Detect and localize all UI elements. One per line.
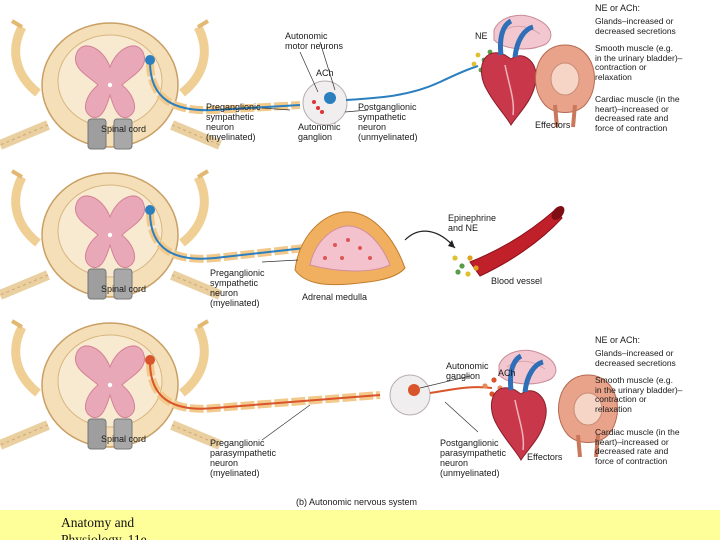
spinal-cord-label-2: Spinal cord <box>101 284 147 294</box>
blood-vessel <box>469 209 563 277</box>
panel-parasympathetic <box>0 321 620 460</box>
secretion-arrow <box>404 230 456 249</box>
smooth-muscle-effect-1: Smooth muscle (e.g. in the urinary bladd… <box>595 43 683 82</box>
footer-bar: Anatomy and Physiology, 11e <box>0 510 720 540</box>
preganglionic-parasympathetic-label: Preganglionic parasympathetic neuron (my… <box>210 438 277 478</box>
autonomic-ganglion-label-1: Autonomic ganglion <box>298 122 341 142</box>
autonomic-ganglion-label-3: Autonomic ganglion <box>446 361 489 381</box>
preganglionic-sympathetic-label-1: Preganglionic sympathetic neuron (myelin… <box>206 102 261 142</box>
ne-or-ach-label-1: NE or ACh: <box>595 3 641 13</box>
epinephrine-vesicles <box>452 255 479 277</box>
preganglionic-sympathetic-label-2: Preganglionic sympathetic neuron (myelin… <box>210 268 265 308</box>
footer-line-2: Physiology, 11e <box>61 532 147 540</box>
glands-effect-1: Glands–increased or decreased secretions <box>595 16 676 36</box>
autonomic-ganglion-1 <box>302 80 348 126</box>
cardiac-muscle-effect-3: Cardiac muscle (in the heart)–increased … <box>595 427 680 466</box>
postganglionic-sympathetic-label: Postganglionic sympathetic neuron (unmye… <box>358 102 418 142</box>
panel-sympathetic-adrenal <box>0 171 565 299</box>
autonomic-motor-neurons-label: Autonomic motor neurons <box>285 31 344 51</box>
ach-label-1: ACh <box>316 68 334 78</box>
autonomic-ganglion-3 <box>389 374 431 416</box>
autonomic-nervous-system-figure: Spinal cord Autonomic motor neurons ACh … <box>0 3 683 507</box>
figure-caption: (b) Autonomic nervous system <box>296 497 418 507</box>
ach-label-3: ACh <box>498 368 516 378</box>
effectors-label-3: Effectors <box>527 452 563 462</box>
spinal-cord-illustration-2 <box>0 171 220 299</box>
adrenal-medulla-label: Adrenal medulla <box>302 292 368 302</box>
effectors-label-1: Effectors <box>535 120 571 130</box>
smooth-muscle-effect-3: Smooth muscle (e.g. in the urinary bladd… <box>595 375 683 414</box>
preganglionic-cell-body-1 <box>145 55 155 65</box>
epinephrine-label: Epinephrine and NE <box>448 213 497 233</box>
blood-vessel-label: Blood vessel <box>491 276 543 286</box>
postganglionic-parasympathetic-label: Postganglionic parasympathetic neuron (u… <box>440 438 507 478</box>
spinal-cord-label-3: Spinal cord <box>101 434 147 444</box>
panel-sympathetic-direct <box>0 14 597 149</box>
bladder-illustration-1 <box>533 43 597 129</box>
ne-or-ach-label-3: NE or ACh: <box>595 335 641 345</box>
spinal-cord-illustration-3 <box>0 321 220 449</box>
ne-label-1: NE <box>475 31 488 41</box>
cardiac-muscle-effect-1: Cardiac muscle (in the heart)–increased … <box>595 94 680 133</box>
footer-line-1: Anatomy and <box>61 515 135 530</box>
glands-effect-3: Glands–increased or decreased secretions <box>595 348 676 368</box>
spinal-cord-label-1: Spinal cord <box>101 124 147 134</box>
